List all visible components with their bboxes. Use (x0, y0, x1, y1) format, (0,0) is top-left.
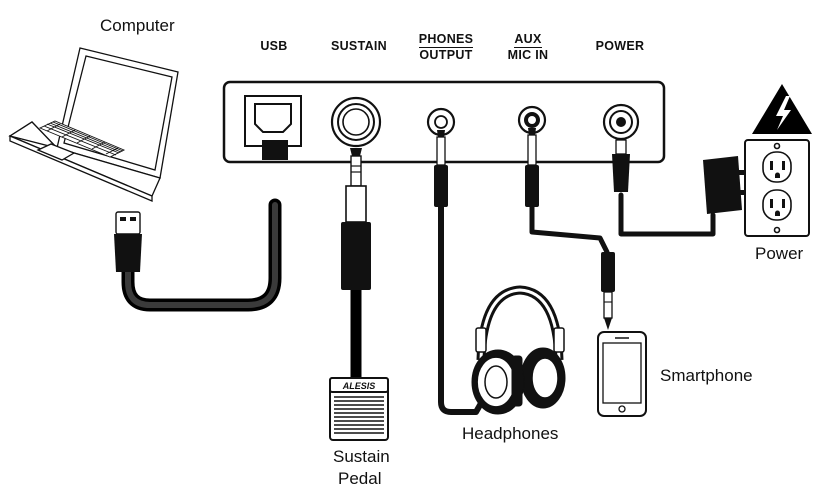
power-plug-icon (612, 139, 630, 192)
phones-plug-icon (434, 130, 448, 207)
pedal-brand-logo: ALESIS (342, 381, 376, 391)
sustain-pedal-label-line1: Sustain (333, 447, 390, 466)
wall-outlet-icon (744, 139, 810, 237)
sustain-jack-icon (330, 96, 382, 148)
usb-port-label: USB (246, 39, 302, 54)
power-cable (618, 192, 716, 237)
usb-b-jack-icon (244, 95, 302, 160)
headphones-icon (471, 285, 566, 415)
sustain-port-label: SUSTAIN (320, 39, 398, 54)
power-port-label-text: POWER (595, 39, 645, 53)
smartphone-aux-plug-icon (601, 252, 615, 330)
aux-mic-in-port-label: AUX MIC IN (490, 32, 566, 63)
headphones-cable (438, 202, 487, 415)
aux-label-bottom: MIC IN (507, 48, 549, 62)
smartphone-icon (597, 331, 647, 417)
power-jack-icon (602, 103, 640, 141)
headphones-label: Headphones (462, 424, 559, 443)
cables (121, 192, 716, 415)
laptop-trackpad (36, 143, 76, 161)
aux-jack-icon (517, 105, 547, 135)
phones-output-port-label: PHONES OUTPUT (408, 32, 484, 63)
power-port-label: POWER (580, 39, 660, 54)
laptop-keyboard (38, 120, 126, 158)
aux-plug-icon (525, 128, 539, 207)
sustain-port-label-text: SUSTAIN (330, 39, 388, 53)
usb-cable (121, 198, 282, 312)
power-label: Power (755, 244, 804, 263)
high-voltage-warning-icon (752, 84, 812, 134)
sustain-pedal-icon: ALESIS (329, 377, 389, 441)
laptop-icon (8, 47, 179, 202)
smartphone-label: Smartphone (660, 366, 753, 385)
phones-jack-icon (426, 107, 456, 137)
computer-label: Computer (100, 16, 175, 35)
phones-label-bottom: OUTPUT (419, 48, 473, 62)
sustain-pedal-label-line2: Pedal (338, 469, 382, 488)
smartphone-cable (529, 202, 610, 255)
rear-panel (222, 80, 666, 164)
sustain-plug-icon (341, 148, 371, 290)
usb-port-label-text: USB (260, 39, 288, 53)
usb-a-plug-icon (114, 211, 142, 272)
power-adapter-icon (703, 156, 744, 214)
